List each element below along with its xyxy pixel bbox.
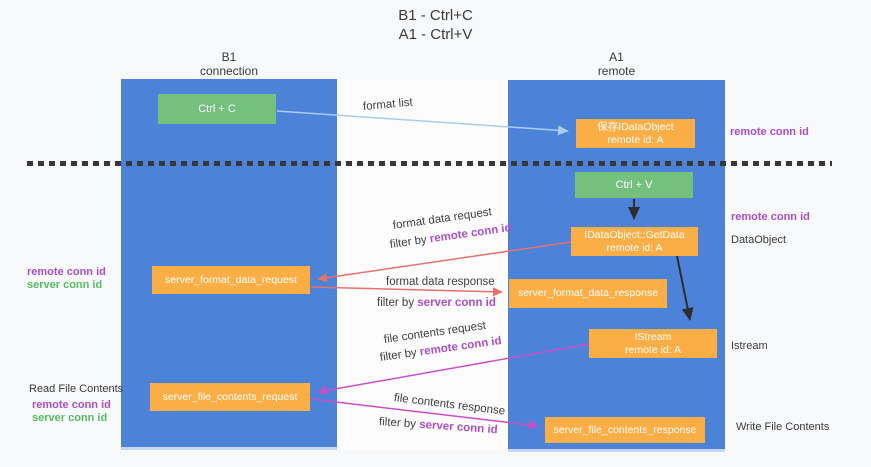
dataobject-label: DataObject xyxy=(731,234,787,246)
istream-line2: remote id: A xyxy=(624,343,682,356)
b1-role: connection xyxy=(199,64,259,78)
filter-by-text: filter by xyxy=(377,297,415,309)
left-remote-conn-id-top: remote conn id xyxy=(27,266,106,278)
b1-name: B1 xyxy=(221,50,237,64)
write-file-contents-label: Write File Contents xyxy=(736,421,830,433)
a1-name: A1 xyxy=(609,50,624,64)
right-remote-conn-id-top: remote conn id xyxy=(730,126,809,138)
istream-box: IStream remote id: A xyxy=(589,329,717,358)
server-file-contents-request-box: server_file_contents_request xyxy=(150,383,310,411)
save-idataobject-line2: remote id: A xyxy=(607,133,664,146)
left-server-conn-id-top: server conn id xyxy=(27,279,103,291)
server-format-data-request-box: server_format_data_request xyxy=(152,266,310,294)
left-server-conn-id-bottom: server conn id xyxy=(32,412,108,424)
getdata-line1: IDataObject::GetData xyxy=(584,228,685,241)
save-idataobject-box: 保存IDataObject remote id: A xyxy=(576,119,695,148)
istream-side-label: Istream xyxy=(731,340,768,352)
a1-role: remote xyxy=(597,64,636,78)
istream-line1: IStream xyxy=(634,330,672,343)
right-remote-conn-id-mid: remote conn id xyxy=(731,211,810,223)
server-format-data-response-box: server_format_data_response xyxy=(509,279,667,308)
format-request-label: server_format_data_request xyxy=(165,273,297,286)
file-response-label: server_file_contents_response xyxy=(553,423,697,436)
file-request-label: server_file_contents_request xyxy=(162,390,298,403)
idataobject-getdata-box: IDataObject::GetData remote id: A xyxy=(571,227,698,256)
save-idataobject-line1: 保存IDataObject xyxy=(597,120,674,133)
ctrl-v-label: Ctrl + V xyxy=(615,178,653,191)
page-title: B1 - Ctrl+C A1 - Ctrl+V xyxy=(0,6,871,44)
server-file-contents-response-box: server_file_contents_response xyxy=(545,417,705,443)
title-line-2: A1 - Ctrl+V xyxy=(398,26,473,43)
server-conn-id-text: server conn id xyxy=(417,297,496,309)
flow-label-format-data-response: format data response xyxy=(386,276,495,288)
columns-gap xyxy=(337,79,508,450)
format-response-label: server_format_data_response xyxy=(517,287,659,299)
ctrl-v-box: Ctrl + V xyxy=(575,172,693,198)
flow-label-filter-server-1: filter by server conn id xyxy=(377,297,496,309)
getdata-line2: remote id: A xyxy=(606,241,663,254)
ctrl-c-label: Ctrl + C xyxy=(198,102,236,115)
title-line-1: B1 - Ctrl+C xyxy=(398,7,473,24)
column-header-b1: B1 connection xyxy=(121,50,337,78)
filter-by-text: filter by xyxy=(378,416,417,431)
read-file-contents-label: Read File Contents xyxy=(29,383,124,395)
left-remote-conn-id-bottom: remote conn id xyxy=(32,399,111,411)
column-header-a1: A1 remote xyxy=(508,50,725,78)
ctrl-c-box: Ctrl + C xyxy=(158,94,276,124)
